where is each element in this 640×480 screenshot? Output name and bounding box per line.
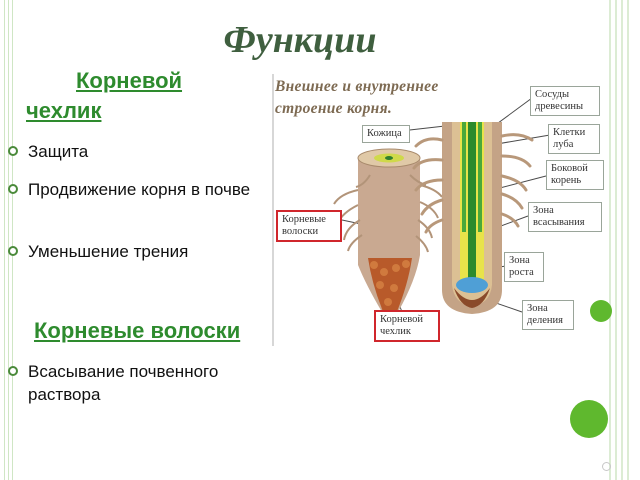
slide-title: Функции xyxy=(0,18,600,62)
decorative-circle-small xyxy=(590,300,612,322)
label-division-zone: Зона деления xyxy=(522,300,574,330)
bullet-icon xyxy=(8,184,18,194)
decorative-circle-large xyxy=(570,400,608,438)
decorative-circle-outline xyxy=(602,462,611,471)
section1-heading-line1: Корневой xyxy=(28,66,268,96)
right-stripe-decoration xyxy=(606,0,636,480)
label-growth-zone: Зона роста xyxy=(504,252,544,282)
bullet-text: Всасывание почвенного раствора xyxy=(28,362,218,404)
list-item: Защита xyxy=(28,140,273,163)
label-root-cap: Корневой чехлик xyxy=(374,310,440,342)
section1-heading-line2: чехлик xyxy=(26,96,268,126)
left-stripe-decoration xyxy=(0,0,20,480)
label-lateral-root: Боковой корень xyxy=(546,160,604,190)
section-heading-root-cap: Корневой чехлик xyxy=(28,66,268,126)
bullet-icon xyxy=(8,246,18,256)
bullet-text: Защита xyxy=(28,142,88,161)
section-heading-root-hairs: Корневые волоски xyxy=(34,318,240,344)
list-item: Всасывание почвенного раствора xyxy=(28,360,273,406)
label-vessels: Сосуды древесины xyxy=(530,86,600,116)
bullet-icon xyxy=(8,146,18,156)
list-item: Уменьшение трения xyxy=(28,240,273,263)
bullet-text: Уменьшение трения xyxy=(28,242,188,261)
bullet-icon xyxy=(8,366,18,376)
label-absorption-zone: Зона всасывания xyxy=(528,202,602,232)
list-item: Продвижение корня в почве xyxy=(28,178,273,201)
label-bast-cells: Клетки луба xyxy=(548,124,600,154)
root-longitudinal-drawing xyxy=(414,122,532,314)
label-skin: Кожица xyxy=(362,125,410,143)
label-root-hairs: Корневые волоски xyxy=(276,210,342,242)
bullet-text: Продвижение корня в почве xyxy=(28,180,250,199)
